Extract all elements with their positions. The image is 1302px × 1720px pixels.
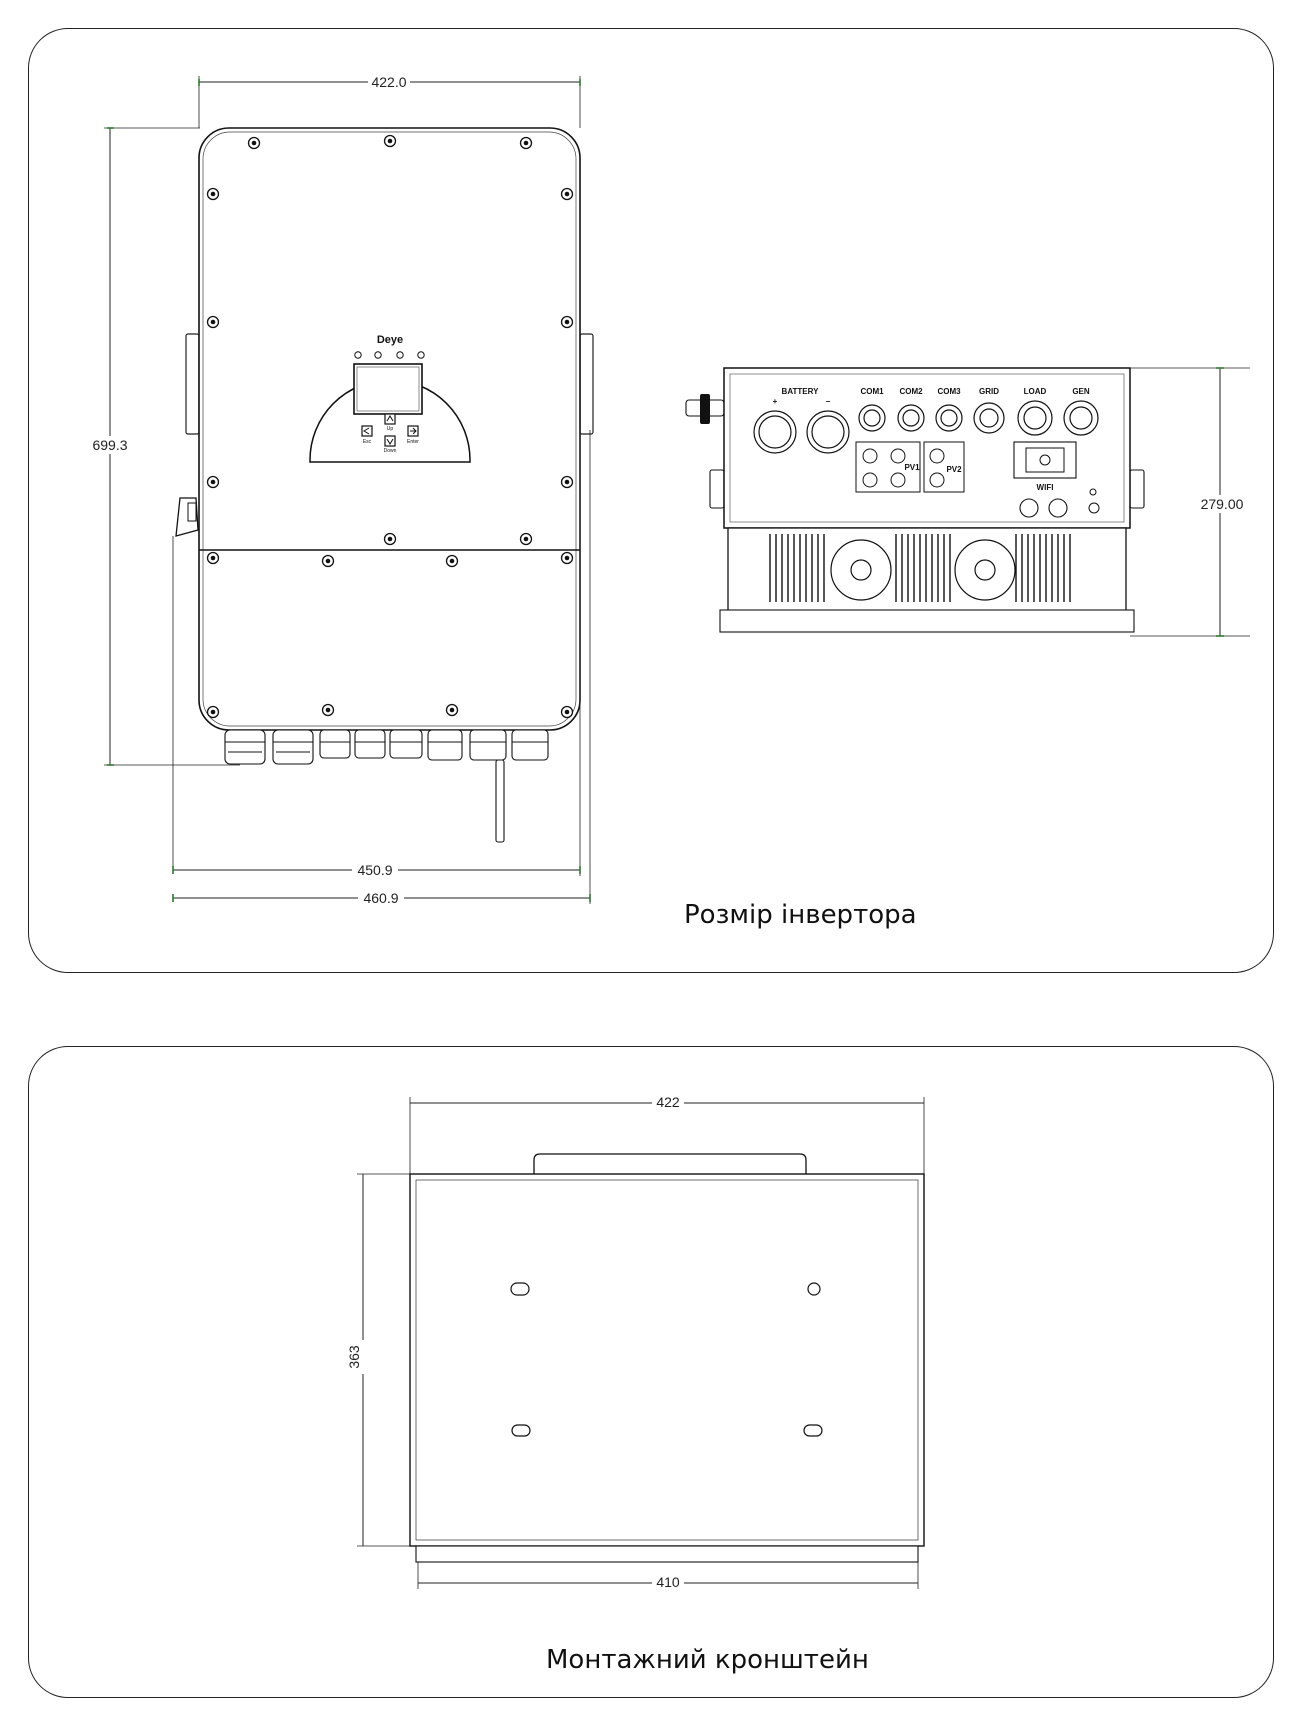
enter-button-icon: Enter — [407, 425, 419, 445]
down-button-icon: Down — [384, 435, 397, 454]
dc-switch-icon — [172, 497, 199, 870]
battery-minus-label: − — [826, 397, 831, 406]
grid-label: GRID — [979, 387, 999, 396]
svg-text:Enter: Enter — [407, 439, 419, 445]
battery-label: BATTERY — [782, 387, 820, 396]
com2-label: COM2 — [899, 387, 923, 396]
battery-plus-label: + — [773, 397, 778, 406]
load-label: LOAD — [1024, 387, 1047, 396]
dim-width-bottom: 460.9 — [363, 890, 398, 906]
wifi-label: WIFI — [1037, 483, 1054, 492]
bracket-dim-width-bottom: 410 — [656, 1574, 680, 1590]
dim-depth: 279.00 — [1201, 496, 1244, 512]
svg-text:Up: Up — [387, 426, 394, 432]
cable-glands — [224, 729, 549, 843]
esc-button-icon: Esc — [361, 425, 373, 445]
inverter-size-caption: Розмір інвертора — [684, 900, 917, 930]
brand-logo: Deye — [377, 334, 403, 346]
svg-text:Down: Down — [384, 448, 397, 454]
com3-label: COM3 — [937, 387, 961, 396]
bracket-caption: Монтажний кронштейн — [546, 1645, 869, 1675]
com1-label: COM1 — [860, 387, 884, 396]
dc-switch-knob-icon — [685, 394, 725, 424]
dim-width-mid: 450.9 — [357, 862, 392, 878]
dim-height: 699.3 — [92, 437, 127, 453]
bracket-dim-height: 363 — [346, 1345, 362, 1369]
dim-width-top: 422.0 — [371, 74, 406, 90]
inverter-bottom-view: 279.00 BATTERY + − COM1 COM2 COM3 GRID L… — [685, 367, 1250, 637]
gen-label: GEN — [1072, 387, 1090, 396]
pv2-label: PV2 — [946, 465, 962, 474]
up-button-icon: Up — [384, 413, 396, 432]
fan-icon — [830, 539, 1016, 601]
bracket-dim-width-top: 422 — [656, 1094, 680, 1110]
mounting-bracket-view: 422 363 410 — [346, 1094, 925, 1590]
pv1-label: PV1 — [904, 463, 920, 472]
svg-text:Esc: Esc — [363, 439, 372, 445]
inverter-front-view: 422.0 699.3 — [86, 74, 594, 906]
